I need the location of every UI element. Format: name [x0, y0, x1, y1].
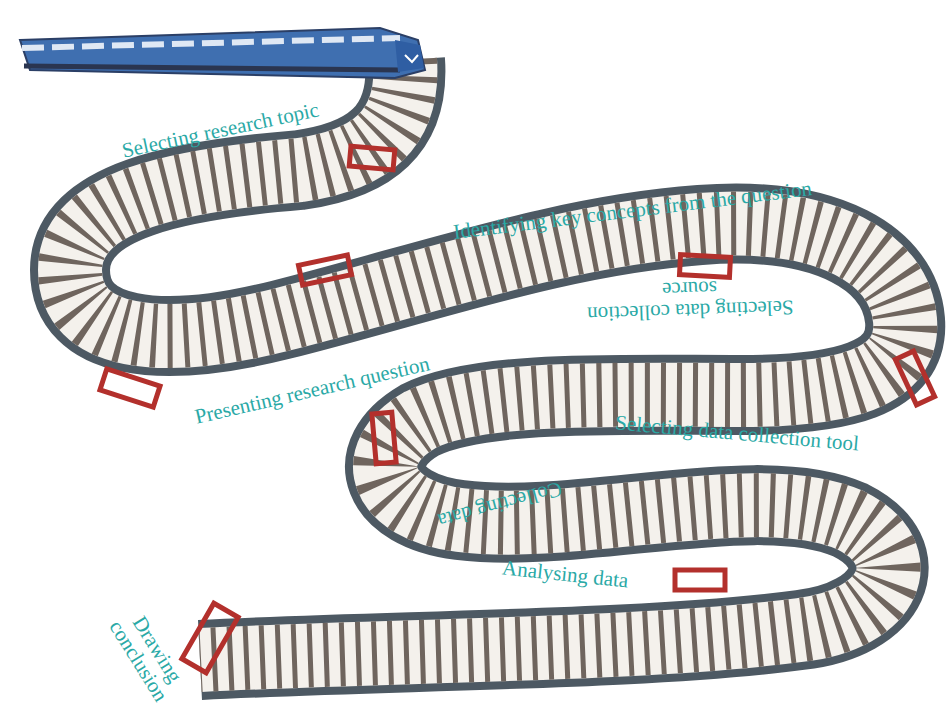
- station-markers: [100, 146, 935, 673]
- step-label: Analysing data: [501, 556, 629, 591]
- track-sleepers: [70, 60, 905, 660]
- track-bed: [70, 60, 905, 660]
- rail-track: [70, 60, 905, 660]
- step-label: Selecting data collection source: [564, 274, 815, 327]
- train: [20, 28, 425, 78]
